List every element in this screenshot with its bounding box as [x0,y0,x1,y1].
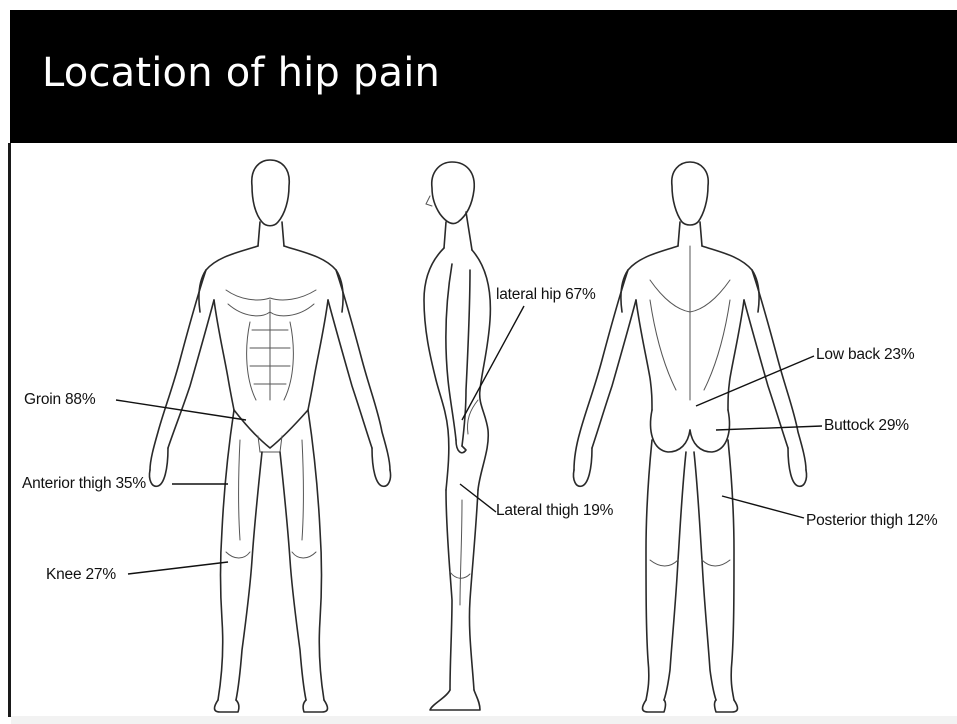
leader-posterior-thigh [722,496,804,518]
label-buttock: Buttock 29% [824,417,909,435]
leader-lateral-hip [462,306,524,420]
label-anterior-thigh: Anterior thigh 35% [22,475,146,493]
leader-low-back [696,356,814,406]
label-lateral-thigh: Lateral thigh 19% [496,502,613,520]
leader-buttock [716,426,822,430]
leader-groin [116,400,246,420]
label-lateral-hip: lateral hip 67% [496,286,596,304]
back-view-figure [573,162,806,712]
front-view-figure [149,160,390,712]
side-view-figure [424,162,490,710]
label-groin: Groin 88% [24,391,95,409]
label-knee: Knee 27% [46,566,116,584]
leader-knee [128,562,228,574]
label-posterior-thigh: Posterior thigh 12% [806,512,937,530]
label-low-back: Low back 23% [816,346,914,364]
